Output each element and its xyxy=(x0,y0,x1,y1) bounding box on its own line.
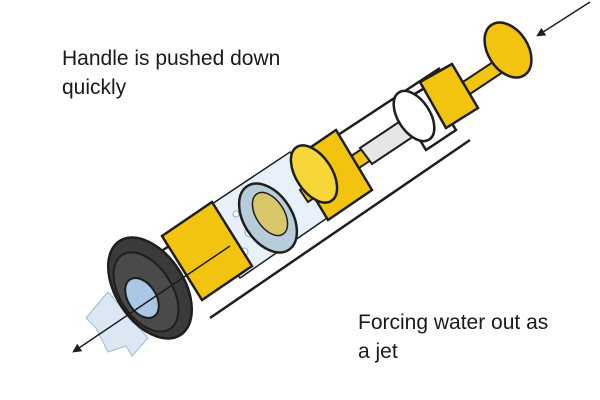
arrow-in-icon xyxy=(536,1,591,37)
guide-ring-face xyxy=(392,89,436,143)
jet-label: Forcing water out as a jet xyxy=(358,311,549,363)
front-collar xyxy=(160,200,254,302)
arrow-out-icon xyxy=(72,245,231,353)
seal-face xyxy=(251,191,289,237)
water-jet xyxy=(85,291,149,357)
top-collar xyxy=(418,62,480,130)
nozzle-opening xyxy=(124,277,160,319)
middle-collar-face xyxy=(289,144,339,204)
handle-disk xyxy=(483,21,533,79)
handle-label: Handle is pushed down quickly xyxy=(62,47,281,99)
